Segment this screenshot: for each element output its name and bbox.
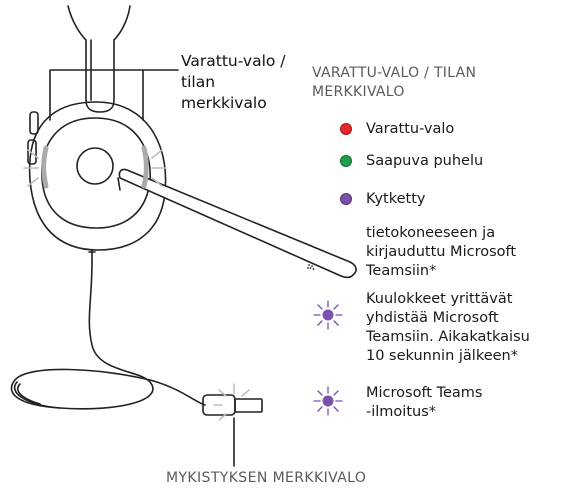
legend-item-busy: Varattu-valo [366, 121, 455, 137]
legend-item-connected: Kytketty [366, 191, 426, 207]
mute-light-rays [213, 383, 250, 421]
boom-mic [118, 168, 357, 279]
purple-flash-icon [313, 386, 343, 416]
legend-item-teams-notification: Microsoft Teams -ilmoitus* [366, 385, 483, 420]
legend-item-connected-detail: tietokoneeseen ja kirjauduttu Microsoft … [366, 225, 517, 279]
purple-dot [340, 193, 352, 205]
red-dot [340, 123, 352, 135]
busy-light-rays-left [23, 149, 39, 187]
mute-indicator-label: MYKISTYKSEN MERKKIVALO [166, 470, 367, 486]
cable [10, 261, 206, 410]
busy-light-callout: Varattu-valo / tilan merkkivalo [181, 52, 286, 112]
center-button [76, 147, 114, 185]
legend-item-incoming-call: Saapuva puhelu [366, 153, 484, 169]
legend-heading: VARATTU-VALO / TILAN MERKKIVALO [312, 65, 477, 100]
green-dot [340, 155, 352, 167]
purple-flash-icon [313, 300, 343, 330]
ear-cushion [28, 101, 167, 251]
legend-item-connecting: Kuulokkeet yrittävät yhdistää Microsoft … [366, 291, 530, 364]
busy-light-rays-right [151, 149, 167, 187]
headband [67, 5, 131, 113]
